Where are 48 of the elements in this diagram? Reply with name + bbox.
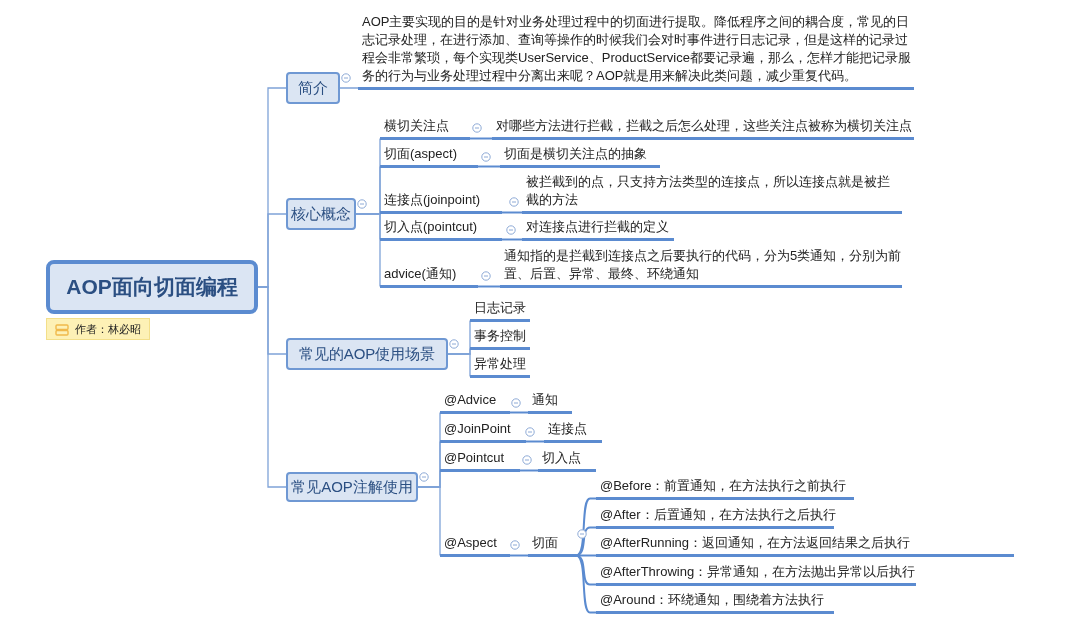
topic-box: 简介 <box>286 72 340 104</box>
subtopic-item: 通知 <box>528 392 572 414</box>
subtopic-item: @AfterRunning：返回通知，在方法返回结果之后执行 <box>596 535 1014 557</box>
connector-line <box>501 211 523 214</box>
subtopic-item: advice(通知) <box>380 266 478 288</box>
subtopic-item: 异常处理 <box>470 356 530 378</box>
connector-line <box>469 137 493 140</box>
central-topic-box: AOP面向切面编程 <box>46 260 258 314</box>
subtopic-item: 日志记录 <box>470 300 530 322</box>
subtopic-item: @JoinPoint <box>440 421 526 443</box>
topic-box: 常见AOP注解使用 <box>286 472 418 502</box>
subtopic-item: @After：后置通知，在方法执行之后执行 <box>596 507 834 529</box>
subtopic-item: @Around：环绕通知，围绕着方法执行 <box>596 592 834 614</box>
subtopic-item: @Before：前置通知，在方法执行之前执行 <box>596 478 854 500</box>
subtopic-item: 切面(aspect) <box>380 146 478 168</box>
connector-line <box>477 285 501 288</box>
connector-line <box>501 238 523 241</box>
author-label: 作者：林必昭 <box>75 322 141 337</box>
subtopic-item: 切面 <box>528 535 576 557</box>
subtopic-item: 连接点 <box>544 421 602 443</box>
subtopic-item: 事务控制 <box>470 328 530 350</box>
topic-box: 核心概念 <box>286 198 356 230</box>
connector-line <box>509 554 529 557</box>
subtopic-item: @Pointcut <box>440 450 520 472</box>
connector-line <box>355 213 381 288</box>
subtopic-item: @Aspect <box>440 535 510 557</box>
subtopic-item: 被拦截到的点，只支持方法类型的连接点，所以连接点就是被拦截的方法 <box>522 172 902 214</box>
connector-line <box>339 87 359 90</box>
subtopic-item: 切面是横切关注点的抽象 <box>500 146 660 168</box>
subtopic-item: 对连接点进行拦截的定义 <box>522 219 674 241</box>
connector-line <box>509 411 529 414</box>
connector-line <box>257 286 287 488</box>
connector-line <box>575 526 597 557</box>
subtopic-item: AOP主要实现的目的是针对业务处理过程中的切面进行提取。降低程序之间的耦合度，常见的日志记录处理，在进行添加、查询等操作的时候我们会对时事件进行日志记录，但是这样的记录过程会非常繁琐，每个实现类UserService、ProductService都要记录遍，那么，怎样才能把记录服务的行为与业务处理过程中分离出来呢？AOP就是用来解决此类问题，减少重复代码。 <box>358 10 914 90</box>
connector-line <box>417 486 441 557</box>
subtopic-item: 横切关注点 <box>380 118 470 140</box>
subtopic-item: 通知指的是拦截到连接点之后要执行的代码，分为5类通知，分别为前置、后置、异常、最终、环绕通知 <box>500 246 902 288</box>
topic-box: 常见的AOP使用场景 <box>286 338 448 370</box>
connector-line <box>477 165 501 168</box>
subtopic-item: 切入点(pointcut) <box>380 219 502 241</box>
subtopic-item: 连接点(joinpoint) <box>380 192 502 214</box>
subtopic-item: @AfterThrowing：异常通知，在方法抛出异常以后执行 <box>596 564 916 586</box>
connector-line <box>447 353 471 378</box>
subtopic-item: 切入点 <box>538 450 596 472</box>
connector-line <box>525 440 545 443</box>
subtopic-item: 对哪些方法进行拦截，拦截之后怎么处理，这些关注点被称为横切关注点 <box>492 118 914 140</box>
connector-line <box>519 469 539 472</box>
subtopic-item: @Advice <box>440 392 510 414</box>
